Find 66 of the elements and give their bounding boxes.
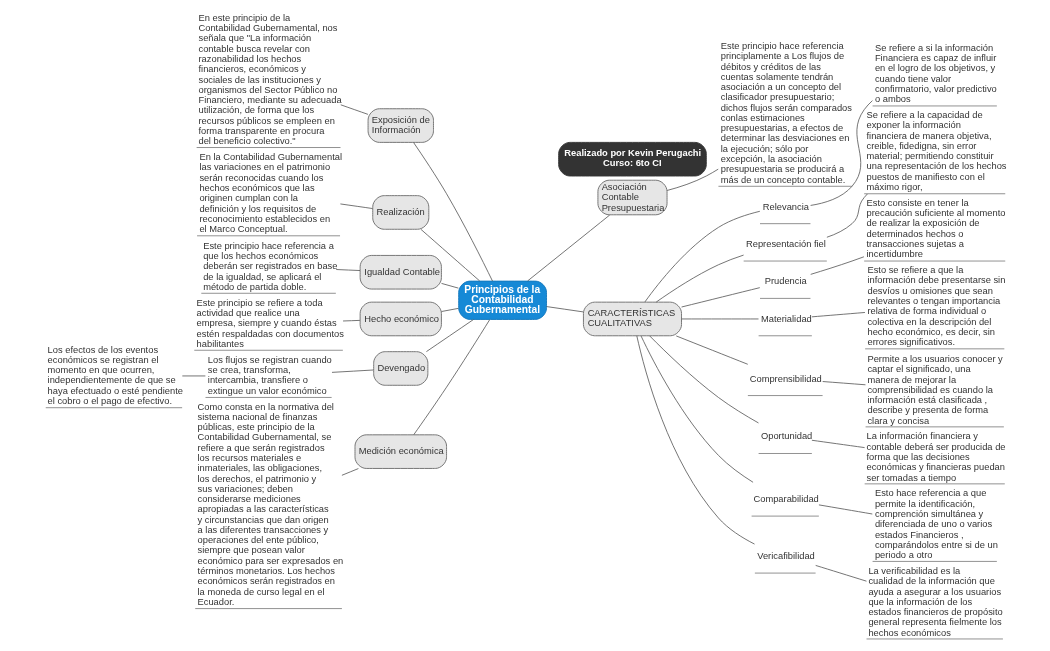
connector: [342, 319, 360, 322]
node-text: En este principio de la Contabilidad Gubernamental, nos señala que "La información contable busca revelar con razonabilidad los hechos financieros, económicos y sociales de las instituciones y organismos del Sector Público no Financiero, mediante su adecuada utilización, de forma que los recursos públicos se empleen en forma transparente en procura del beneficio colectivo.": [198, 12, 342, 147]
connector: [440, 282, 459, 289]
node-text: Representación fiel: [745, 239, 826, 250]
connector: [680, 287, 760, 308]
node-text: Materialidad: [760, 313, 812, 324]
node-text: Los flujos se registran cuando se crea, transforma, intercambia, transfiere o extingue un valor económico: [207, 354, 332, 396]
node-text: La verificabilidad es la cualidad de la información que ayuda a asegurar a los usuarios que la información de los estados financieros de propósito general representa fielmente los hechos económicos: [867, 566, 1003, 638]
connector: [341, 468, 359, 476]
connector: [825, 193, 868, 238]
connector: [809, 100, 873, 206]
connector: [545, 306, 584, 313]
node-text: Como consta en la normativa del sistema nacional de finanzas públicas, este principio de la Contabilidad Gubernamental, se refiere a que serán registrados los recursos materiales e inmateriales, las obligaciones, los derechos, el patrimonio y sus variaciones; deben considerarse mediciones apropiadas a las características y circunstancias que dan origen a las diferentes transacciones y operaciones del ente público, siempre que posean valor económico para ser expresados en términos monetarios. Los hechos económicos serán registrados en la moneda de curso legal en el Ecuador.: [197, 401, 343, 607]
node-box: CARACTERÍSTICAS CUALITATIVAS: [582, 301, 682, 337]
node-text: Este principio hace referencia a que los hechos económicos deberán ser registrados en base de la igualdad, se aplicará el método de partida doble.: [202, 240, 337, 292]
node-box: Realizado por Kevin Perugachi Curso: 6to CI: [557, 141, 707, 177]
node-text: La información financiera y contable deberá ser producida de forma que las decisiones económicas y financieras puedan ser tomadas a tiempo: [866, 431, 1005, 483]
connector: [655, 254, 744, 303]
node-box: Principios de la Contabilidad Gubernamental: [457, 280, 547, 320]
node-box: Hecho económico: [359, 301, 442, 337]
connector: [425, 319, 474, 353]
connector: [821, 381, 866, 386]
node-text: Se refiere a la capacidad de exponer la información financiera de manera objetiva, creible, fidedigna, sin error material; permitiendo constituir una representación de los hechos puestos de manifiesto con el máximo rigor,: [866, 110, 1007, 193]
node-text: Los efectos de los eventos económicos se registran el momento en que ocurren, independientemente de que se haya efectuado o esté pendiente el cobro o el pago de efectivo.: [47, 344, 183, 406]
connector: [339, 104, 368, 115]
connector: [818, 504, 873, 515]
node-text: Prudencia: [764, 276, 807, 287]
node-box: Realización: [371, 195, 429, 230]
connector: [339, 203, 373, 209]
node-text: Este principio se refiere a toda actividad que realice una empresa, siempre y cuando éstas estén respaldadas con documentos habilitantes: [196, 297, 344, 349]
node-text: Relevancia: [762, 201, 809, 212]
node-box: Devengado: [372, 351, 428, 386]
node-text: Comprensibilidad: [749, 373, 822, 384]
connector: [526, 214, 610, 282]
node-text: Este principio hace referencia principlamente a Los flujos de débitos y créditos de las cuentas solamente tendrán asociación a un concepto del clasificador presupuestario; dichos flujos serán comparados conlas estimaciones presupuestarias, a efectos de determinar las desviaciones en la ejecución; sólo por excepción, la asociación presupuestaria se producirá a más de un concepto contable.: [720, 40, 852, 185]
connector: [680, 318, 759, 320]
connector: [412, 142, 493, 282]
connector: [644, 210, 760, 303]
connector: [635, 335, 755, 545]
connector: [181, 375, 206, 377]
connector: [810, 439, 865, 449]
node-box: Asociación Contable Presupuestaria: [596, 179, 667, 216]
node-text: Se refiere a si la información Financiera es capaz de influir en el logro de los objetivos, y cuando tiene valor confirmatorio, valor predictivo o ambos: [874, 42, 997, 105]
node-box: Exposición de Información: [367, 108, 434, 143]
node-text: Permite a los usuarios conocer y captar el significado, una manera de mejorar la comprensibilidad es cuando la información está clasificada , describe y presenta de forma clara y concisa: [866, 353, 1003, 426]
node-text: Esto consiste en tener la precaución suficiente al momento de realizar la exposición de determinados hechos o transacciones sujetas a incertidumbre: [866, 197, 1005, 260]
connector: [666, 168, 719, 191]
connector: [814, 565, 867, 582]
node-box: Igualdad Contable: [359, 254, 442, 290]
node-box: Medición económica: [354, 434, 447, 469]
connector: [331, 369, 374, 373]
connector: [335, 269, 360, 271]
connector: [810, 312, 865, 318]
connector: [640, 335, 753, 483]
node-text: Vericafibilidad: [756, 551, 815, 562]
node-text: Oportunidad: [760, 431, 812, 442]
node-text: Esto hace referencia a que permite la identificación, comprención simultánea y diferenciada de uno o varios estados Financieros , comparándolos entre si de un periodo a otro: [874, 488, 998, 561]
connector: [420, 228, 480, 282]
connector: [809, 256, 864, 275]
node-text: Esto se refiere a que la información debe presentarse sin desvíos u omisiones que sean relevantes o tengan importancia relativa de forma individual o colectiva en la descripción del hecho económico, es decir, sin errores significativos.: [866, 265, 1005, 348]
node-text: Comparabilidad: [752, 494, 819, 505]
connector: [412, 319, 490, 436]
connector: [440, 307, 459, 312]
connector: [648, 335, 759, 424]
connector: [675, 335, 748, 365]
node-text: En la Contabilidad Gubernamental las variaciones en el patrimonio serán reconocidas cuando los hechos económicos que las originen cumplan con la definición y los requisitos de reconocimiento establecidos en el Marco Conceptual.: [198, 152, 342, 235]
